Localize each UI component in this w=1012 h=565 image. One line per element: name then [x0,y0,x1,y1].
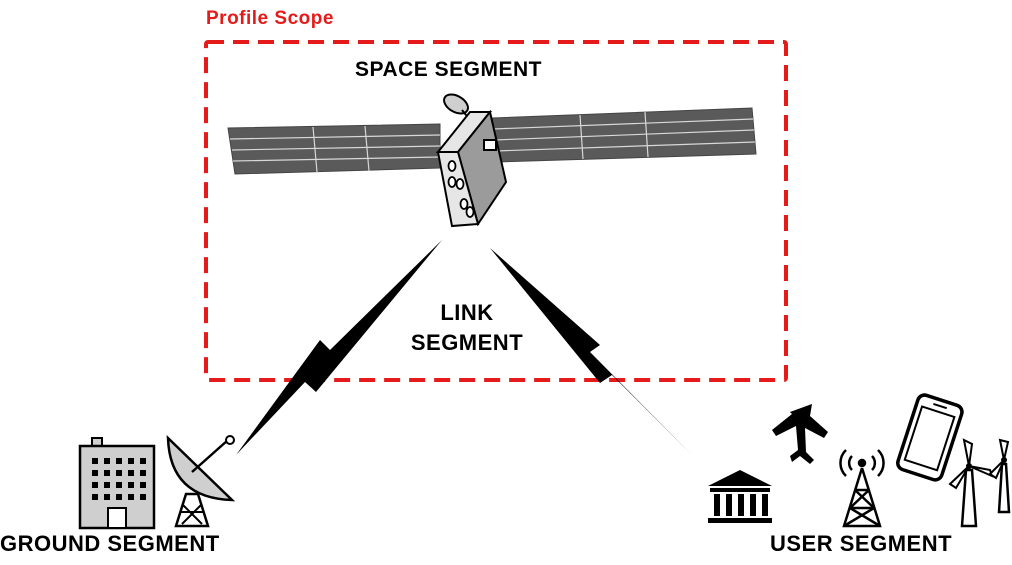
smartphone-icon [896,393,964,482]
space-segment-label: SPACE SEGMENT [355,58,542,81]
wind-turbine-icon [948,438,1011,528]
profile-scope-box [204,40,788,382]
satellite-icon [227,93,757,228]
building-icon [78,437,156,530]
user-segment-label: USER SEGMENT [770,531,953,556]
link-segment-label: LINK SEGMENT [392,298,542,358]
link-segment-line2: SEGMENT [410,330,524,355]
solar-panel-right [491,107,757,163]
link-bolt-left [236,240,442,455]
link-bolt-right [490,248,692,455]
satellite-antenna [443,93,469,115]
profile-scope-title: Profile Scope [206,8,334,29]
radio-tower-icon [839,449,885,528]
link-segment-line1: LINK [440,300,494,325]
satellite-dish-icon [166,434,236,528]
solar-panel-left [227,123,441,175]
airplane-icon [772,404,828,464]
ground-segment-label: GROUND SEGMENT [0,531,220,556]
bank-icon [708,470,772,523]
